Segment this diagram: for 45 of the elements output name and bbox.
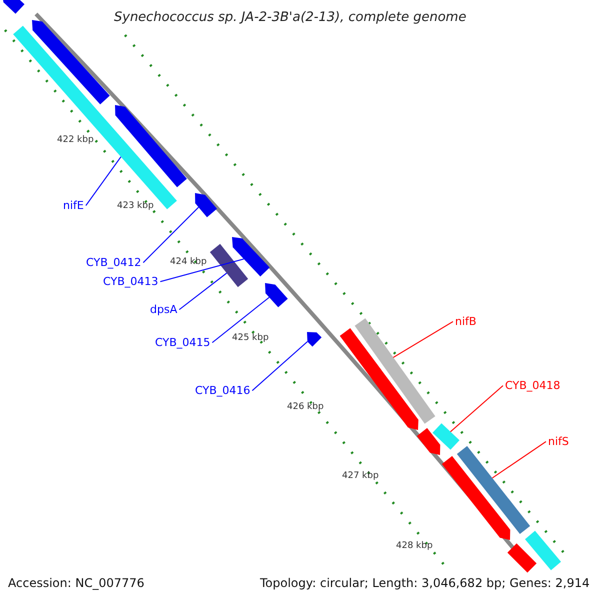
leader-line <box>450 385 504 432</box>
gene-block <box>354 318 436 424</box>
gene-name: CYB_0413 <box>103 275 158 288</box>
gene-name: nifB <box>455 315 476 328</box>
gene-name: CYB_0412 <box>86 256 142 270</box>
leader-line <box>85 156 122 206</box>
leader-line <box>178 272 228 310</box>
position-label: 425 kbp <box>232 333 269 344</box>
title: Synechococcus sp. JA-2-3B'a(2-13), complete genome <box>114 10 466 26</box>
gene-block <box>432 423 460 450</box>
gene-name: CYB_0416 <box>195 384 250 398</box>
gene-block <box>456 446 530 534</box>
gene-block <box>307 332 322 347</box>
gene-block <box>442 456 510 540</box>
info-text: Topology: circular; Length: 3,046,682 bp; Genes: 2,914 <box>260 576 590 590</box>
leader-line <box>492 441 546 478</box>
leader-line <box>392 321 454 358</box>
position-label: 422 kbp <box>57 135 94 146</box>
gene-block <box>13 26 177 210</box>
position-label: 426 kbp <box>287 402 324 413</box>
leader-line <box>160 258 244 282</box>
gene-name: nifE <box>63 199 84 212</box>
gene-name: dpsA <box>150 303 178 316</box>
gene-block <box>507 543 537 573</box>
gene-name: CYB_0415 <box>155 336 210 350</box>
gene-block <box>265 283 288 308</box>
gene-name: nifS <box>548 435 569 448</box>
gene-block <box>210 244 248 288</box>
leader-line <box>252 341 308 392</box>
gene-block <box>32 20 110 104</box>
leader-line <box>212 296 270 344</box>
info-text: Accession: NC_007776 <box>8 576 144 590</box>
position-label: 423 kbp <box>117 201 154 212</box>
gene-block <box>232 237 270 276</box>
gene-block <box>416 428 440 455</box>
position-label: 428 kbp <box>396 541 433 552</box>
gene-block <box>340 328 418 430</box>
gene-block <box>115 105 187 188</box>
position-label: 424 kbp <box>170 257 207 268</box>
position-label: 427 kbp <box>342 471 379 482</box>
gene-block <box>2 0 24 14</box>
leader-line <box>142 206 200 264</box>
gene-block <box>195 193 217 218</box>
gene-block <box>525 530 561 570</box>
gene-name: CYB_0418 <box>505 379 560 392</box>
